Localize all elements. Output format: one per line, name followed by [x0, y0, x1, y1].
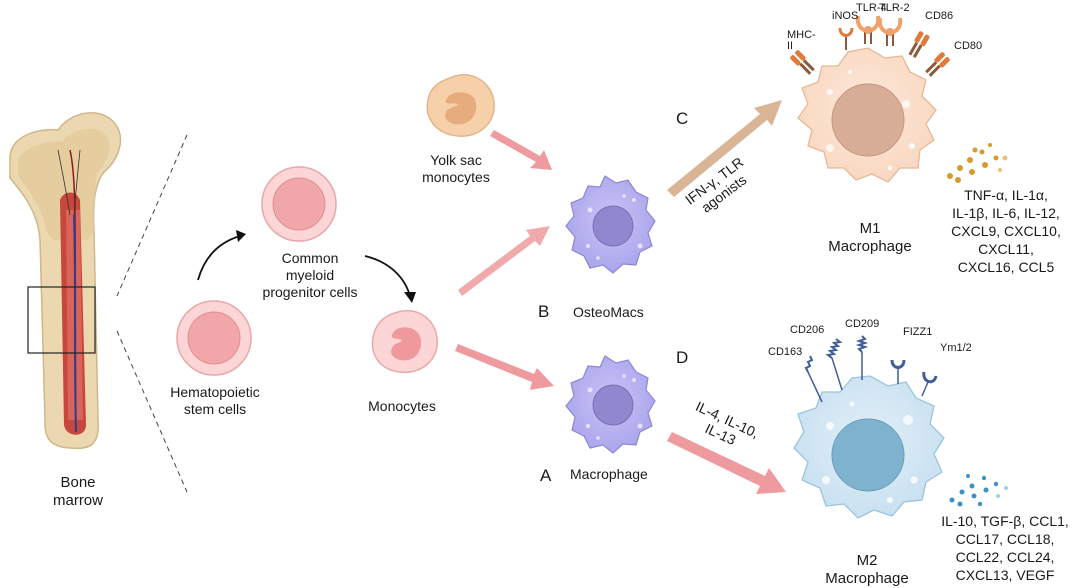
- label-monocytes: Monocytes: [368, 398, 436, 414]
- label-mhc-ii: MHC- II: [787, 29, 816, 52]
- arrow-macrophage-to-m2: [667, 432, 786, 494]
- blood-vessel-vein: [73, 214, 77, 433]
- monocyte-cell: [371, 309, 438, 374]
- m2-macrophage-cell: [793, 375, 945, 519]
- m1-cytokine-list: TNF-α, IL-1α, IL-1β, IL-6, IL-12, CXCL9,…: [951, 187, 1061, 275]
- label-cd86: CD86: [925, 10, 954, 22]
- hsc-cell: [176, 300, 252, 376]
- label-yolk-sac-monocytes: Yolk sac monocytes: [422, 152, 490, 185]
- arrow-cmp-to-monocyte: [364, 255, 411, 297]
- macrophage-cell: [565, 355, 656, 454]
- label-ym12: Ym1/2: [940, 342, 972, 354]
- zoom-line-top: [116, 134, 188, 297]
- m2-receptors: [804, 335, 938, 403]
- label-bone-marrow: Bone marrow: [52, 474, 103, 509]
- cd163-receptor: [804, 355, 823, 403]
- arrow-osteomacs-to-m1: [667, 100, 782, 197]
- tlr2-receptor: [877, 17, 903, 46]
- arrows-pink: [455, 100, 786, 494]
- label-hsc: Hematopoietic stem cells: [170, 384, 260, 417]
- m2-cytokine-list: IL-10, TGF-β, CCL1, CCL17, CCL18, CCL22,…: [941, 513, 1069, 583]
- cd206-receptor: [825, 338, 843, 391]
- femur-bone: [9, 112, 122, 450]
- cd86-receptor: [908, 31, 930, 58]
- label-cd206: CD206: [790, 324, 825, 336]
- label-inos: iNOS: [832, 10, 859, 22]
- arrow-hsc-to-cmp: [197, 235, 241, 281]
- label-cd209: CD209: [845, 318, 880, 330]
- cd209-receptor: [855, 335, 869, 380]
- label-macrophage: Macrophage: [570, 466, 648, 482]
- yolk-sac-monocyte-cell: [426, 73, 495, 137]
- label-letter-b: B: [538, 302, 550, 321]
- bone-zoom-box: [27, 286, 96, 354]
- m1-receptors: [790, 15, 950, 77]
- tlr4-receptor: [855, 15, 881, 44]
- osteomacs-cell: [565, 175, 656, 274]
- m1-cytokine-particles: [947, 143, 1008, 183]
- cmp-cell: [261, 166, 337, 242]
- arrow-monocyte-to-macrophage: [455, 344, 554, 390]
- zoom-line-bottom: [116, 330, 188, 493]
- inos-receptor: [838, 27, 854, 50]
- m2-cytokine-particles: [949, 474, 1008, 507]
- label-tlr2: TLR-2: [879, 2, 910, 14]
- ym12-receptor: [921, 371, 938, 397]
- bone-spongy-texture: [18, 128, 110, 240]
- arrow-monocyte-to-osteomacs: [458, 226, 550, 296]
- label-cd163: CD163: [768, 346, 803, 358]
- label-tlr4: TLR-4: [856, 2, 887, 14]
- label-fizz1: FIZZ1: [903, 326, 933, 338]
- mhc-ii-receptor: [790, 50, 815, 75]
- arrow-yolk-to-osteomacs: [490, 130, 552, 170]
- label-osteomacs: OsteoMacs: [573, 304, 644, 320]
- label-letter-d: D: [676, 348, 689, 367]
- label-cmp: Common myeloid progenitor cells: [262, 250, 358, 300]
- label-m1-macrophage: M1 Macrophage: [828, 220, 912, 255]
- label-letter-c: C: [676, 109, 689, 128]
- fizz1-receptor: [890, 359, 906, 384]
- label-cd80: CD80: [954, 40, 983, 52]
- m1-macrophage-cell: [797, 47, 937, 183]
- cd80-receptor: [925, 52, 950, 77]
- label-m2-macrophage: M2 Macrophage: [825, 552, 909, 587]
- label-letter-a: A: [540, 466, 552, 485]
